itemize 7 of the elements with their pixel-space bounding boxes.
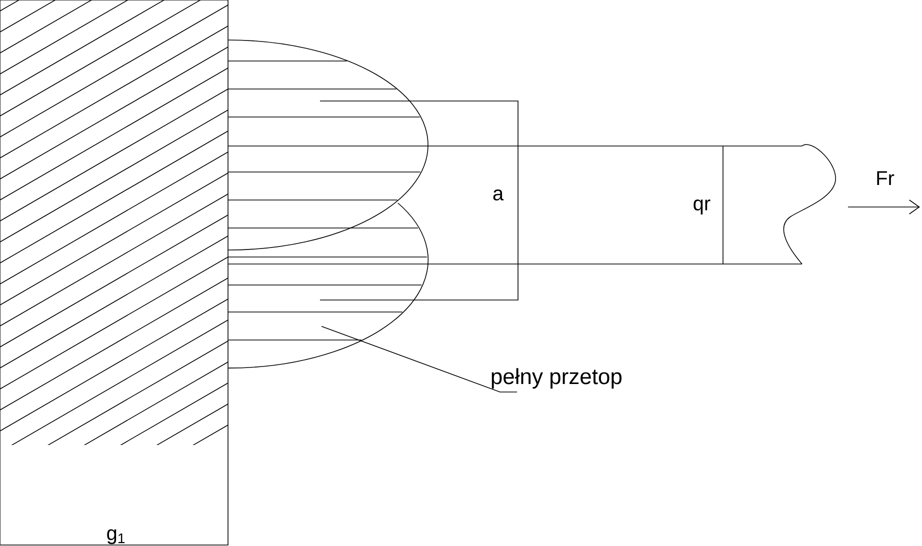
weld-drawing (228, 40, 428, 368)
weld-label: pełny przetop (492, 368, 622, 389)
leader-line (321, 326, 518, 392)
label: g$_{1}$ (107, 529, 125, 544)
label: a (493, 190, 504, 200)
label: Fr (877, 171, 894, 185)
label: qr (694, 200, 710, 214)
